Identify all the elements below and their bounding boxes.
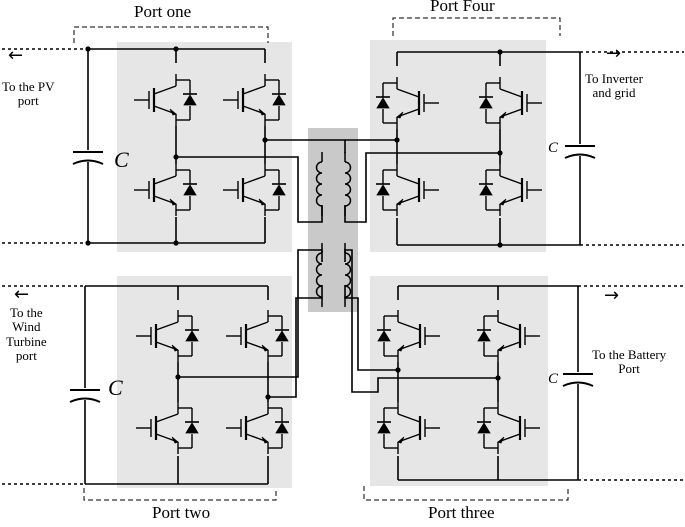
wind-label-line-1: To the	[10, 305, 43, 320]
igbt-switch	[226, 402, 289, 454]
port-three-label: Port three	[428, 503, 495, 522]
p3-leg1-to-xfmr	[344, 285, 398, 371]
igbt-switch	[479, 77, 542, 129]
capacitor-label-port-two: C	[108, 375, 123, 400]
igbt-switch	[477, 310, 540, 362]
winding-port-one	[315, 152, 323, 216]
pv-label-line-2: port	[17, 93, 39, 109]
wind-port-label: To the Wind Turbine port	[6, 305, 47, 363]
capacitor-port-one	[72, 151, 104, 165]
battery-label-line-2: Port	[618, 361, 640, 377]
inverter-label-line-1: To Inverter	[585, 71, 643, 86]
capacitor-port-two	[69, 389, 101, 403]
capacitor-port-three	[562, 373, 594, 387]
pv-arrow-icon: ←	[8, 45, 24, 66]
inverter-label-line-2: and grid	[592, 85, 636, 101]
igbt-switch	[223, 164, 286, 216]
port-four-label: Port Four	[430, 0, 495, 15]
winding-port-two	[315, 243, 323, 307]
igbt-switch	[377, 402, 440, 454]
winding-port-four	[344, 152, 352, 216]
battery-arrow-icon: →	[604, 285, 620, 306]
port-one-boundary	[73, 26, 269, 43]
p2-leg2-to-xfmr	[268, 285, 323, 398]
port-two-boundary	[83, 488, 277, 501]
transformer-core-bg	[308, 128, 358, 312]
module-backgrounds	[117, 40, 548, 488]
pv-label-line-1: To the PV	[2, 79, 55, 94]
igbt-switch	[223, 74, 286, 126]
battery-label-line-1: To the Battery	[592, 347, 667, 362]
port-boundaries	[73, 17, 569, 501]
p4-leg2-to-xfmr	[344, 152, 500, 223]
capacitors	[69, 145, 596, 403]
port-two-label: Port two	[152, 503, 211, 522]
wind-label-line-2: Wind	[12, 319, 41, 335]
module-bg-1	[117, 42, 292, 252]
capacitor-port-four	[564, 145, 596, 159]
junction-dot	[85, 46, 91, 52]
transformer-windings	[315, 152, 352, 307]
inverter-port-label: To Inverter and grid	[585, 71, 643, 101]
igbt-switch	[376, 77, 439, 129]
igbt-switch	[134, 164, 197, 216]
igbt-switch	[136, 310, 199, 362]
port-one-label: Port one	[134, 2, 192, 21]
module-bg-2	[117, 276, 292, 488]
p2-leg1-to-xfmr	[178, 249, 323, 378]
igbt-switch	[376, 164, 439, 216]
igbt-switch	[136, 402, 199, 454]
igbt-switch	[479, 164, 542, 216]
port-three-boundary	[363, 486, 569, 501]
igbt-switch	[377, 310, 440, 362]
inverter-arrow-icon: →	[606, 43, 622, 64]
igbt-switch	[477, 402, 540, 454]
capacitor-label-port-one: C	[114, 147, 129, 172]
battery-port-label: To the Battery Port	[592, 347, 667, 377]
module-bg-4	[370, 276, 548, 486]
wind-label-line-4: port	[15, 347, 37, 363]
igbt-switch	[134, 74, 197, 126]
pv-port-label: To the PV port	[2, 79, 55, 109]
port-four-boundary	[392, 17, 561, 36]
igbt-switch	[226, 310, 289, 362]
switch-devices	[134, 74, 542, 454]
capacitor-label-port-three: C	[548, 371, 559, 387]
winding-port-three	[344, 243, 352, 307]
wind-arrow-icon: ←	[14, 284, 30, 305]
module-bg-3	[370, 40, 546, 252]
junction-dot	[85, 240, 91, 246]
wind-label-line-3: Turbine	[6, 333, 47, 349]
capacitor-label-port-four: C	[548, 140, 559, 156]
p1-leg1-to-xfmr	[176, 156, 323, 223]
